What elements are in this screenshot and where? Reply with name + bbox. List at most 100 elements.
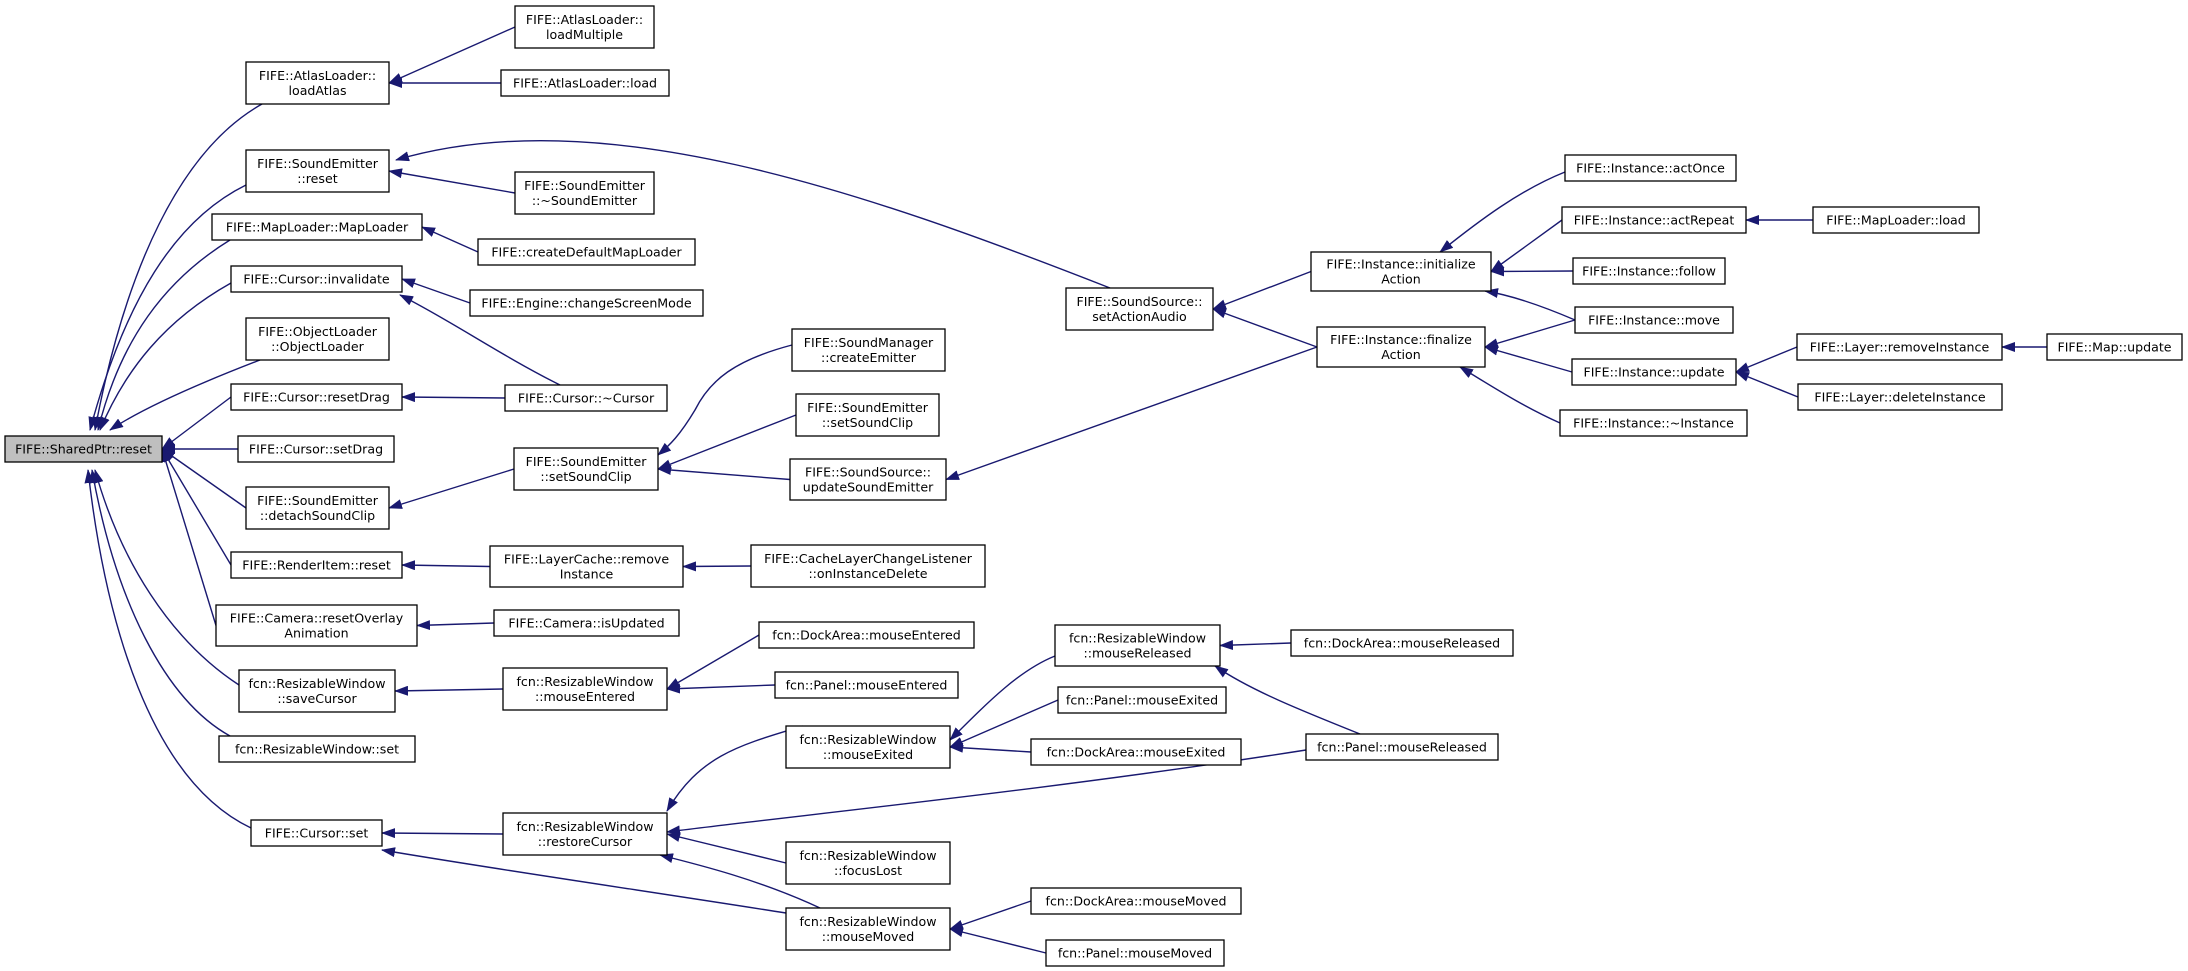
node-box: [250, 819, 383, 847]
function-node[interactable]: FIFE::Map::update: [2046, 333, 2183, 361]
node-label: fcn::ResizableWindow: [248, 676, 385, 691]
call-edge: [388, 168, 516, 194]
call-edge: [657, 414, 797, 470]
function-node[interactable]: FIFE::createDefaultMapLoader: [477, 238, 696, 266]
node-label: FIFE::Instance::actRepeat: [1574, 213, 1735, 228]
function-node[interactable]: fcn::ResizableWindow::set: [218, 735, 416, 763]
node-box: [750, 544, 986, 588]
call-edge: [401, 560, 491, 571]
function-node[interactable]: FIFE::AtlasLoader::loadMultiple: [514, 5, 655, 49]
node-label: FIFE::Instance::update: [1583, 365, 1724, 380]
function-node[interactable]: FIFE::MapLoader::MapLoader: [211, 213, 423, 241]
call-edge: [401, 278, 471, 304]
call-edge: [666, 683, 776, 694]
node-box: [1045, 939, 1225, 967]
call-edge: [388, 26, 516, 84]
call-edge: [89, 469, 231, 737]
call-edge: [1212, 308, 1318, 348]
function-node[interactable]: fcn::ResizableWindow::saveCursor: [238, 669, 396, 713]
function-node[interactable]: fcn::Panel::mouseExited: [1057, 686, 1227, 714]
node-box: [774, 671, 959, 699]
node-label: fcn::ResizableWindow: [516, 819, 653, 834]
node-box: [758, 621, 975, 649]
function-node[interactable]: FIFE::SoundEmitter::detachSoundClip: [245, 486, 390, 530]
function-node[interactable]: FIFE::SoundEmitter::~SoundEmitter: [514, 171, 655, 215]
function-node[interactable]: fcn::ResizableWindow::focusLost: [785, 841, 951, 885]
function-node[interactable]: FIFE::Instance::actOnce: [1564, 154, 1737, 182]
call-edge: [401, 392, 506, 403]
function-node[interactable]: FIFE::SoundEmitter::setSoundClip: [795, 393, 940, 437]
function-node[interactable]: FIFE::SoundEmitter::reset: [245, 149, 390, 193]
function-node[interactable]: FIFE::Layer::deleteInstance: [1797, 383, 2003, 411]
function-node[interactable]: FIFE::SoundEmitter::setSoundClip: [513, 447, 659, 491]
function-node[interactable]: FIFE::Instance::actRepeat: [1561, 206, 1747, 234]
node-label: ::setSoundClip: [822, 415, 913, 430]
function-node[interactable]: FIFE::RenderItem::reset: [230, 551, 403, 579]
function-node[interactable]: fcn::DockArea::mouseExited: [1030, 738, 1242, 766]
call-edge: [421, 226, 479, 253]
node-label: FIFE::SoundManager: [804, 335, 934, 350]
function-node[interactable]: fcn::Panel::mouseEntered: [774, 671, 959, 699]
call-edge: [109, 359, 261, 431]
function-node[interactable]: FIFE::Layer::removeInstance: [1796, 333, 2003, 361]
function-node[interactable]: fcn::DockArea::mouseMoved: [1030, 887, 1242, 915]
function-node[interactable]: FIFE::MapLoader::load: [1812, 206, 1980, 234]
node-box: [500, 69, 670, 97]
call-edge: [657, 465, 791, 481]
function-node[interactable]: fcn::ResizableWindow::restoreCursor: [502, 812, 668, 856]
call-edge: [1484, 288, 1576, 321]
function-node[interactable]: FIFE::Cursor::invalidate: [230, 265, 403, 293]
node-box: [230, 551, 403, 579]
call-edge: [84, 469, 252, 829]
function-node[interactable]: fcn::Panel::mouseMoved: [1045, 939, 1225, 967]
node-label: Action: [1381, 347, 1420, 362]
call-edge: [666, 832, 787, 864]
function-node[interactable]: FIFE::SoundManager::createEmitter: [791, 328, 946, 372]
node-box: [1559, 409, 1748, 437]
node-label: FIFE::RenderItem::reset: [242, 558, 391, 573]
call-edge: [657, 344, 793, 456]
node-label: fcn::ResizableWindow: [1069, 631, 1206, 646]
node-box: [785, 907, 951, 951]
call-edge: [666, 749, 1307, 836]
node-label: FIFE::Instance::initialize: [1326, 257, 1475, 272]
function-node[interactable]: FIFE::Instance::follow: [1572, 257, 1726, 285]
function-node[interactable]: fcn::Panel::mouseReleased: [1305, 733, 1499, 761]
function-node[interactable]: fcn::ResizableWindow::mouseReleased: [1054, 624, 1221, 667]
node-label: ::createEmitter: [821, 350, 917, 365]
call-edge: [93, 469, 240, 686]
function-node[interactable]: FIFE::Engine::changeScreenMode: [469, 289, 704, 317]
node-label: ::reset: [297, 171, 337, 186]
root-function-node[interactable]: FIFE::SharedPtr::reset: [4, 435, 163, 463]
function-node[interactable]: FIFE::CacheLayerChangeListener::onInstan…: [750, 544, 986, 588]
function-node[interactable]: fcn::ResizableWindow::mouseExited: [785, 725, 951, 769]
function-node[interactable]: FIFE::LayerCache::removeInstance: [489, 545, 684, 588]
function-node[interactable]: FIFE::Cursor::setDrag: [237, 435, 395, 463]
function-node[interactable]: FIFE::SoundSource::setActionAudio: [1065, 287, 1214, 331]
function-node[interactable]: FIFE::Instance::update: [1571, 358, 1737, 386]
call-edge: [161, 448, 247, 509]
node-box: [4, 435, 163, 463]
function-node[interactable]: FIFE::AtlasLoader::loadAtlas: [245, 61, 390, 105]
function-node[interactable]: FIFE::ObjectLoader::ObjectLoader: [245, 317, 390, 361]
function-node[interactable]: FIFE::SoundSource::updateSoundEmitter: [789, 458, 947, 501]
call-edge: [1212, 270, 1312, 310]
call-edge: [161, 448, 232, 566]
edge-layer: [84, 26, 2047, 954]
function-node[interactable]: fcn::DockArea::mouseReleased: [1290, 629, 1514, 657]
function-node[interactable]: fcn::ResizableWindow::mouseEntered: [502, 667, 668, 711]
function-node[interactable]: FIFE::Cursor::set: [250, 819, 383, 847]
function-node[interactable]: FIFE::Instance::move: [1574, 306, 1734, 334]
function-node[interactable]: FIFE::Cursor::~Cursor: [504, 384, 668, 412]
function-node[interactable]: FIFE::Cursor::resetDrag: [230, 383, 403, 411]
function-node[interactable]: FIFE::AtlasLoader::load: [500, 69, 670, 97]
function-node[interactable]: FIFE::Camera::isUpdated: [493, 609, 680, 637]
node-label: FIFE::Layer::removeInstance: [1810, 340, 1990, 355]
function-node[interactable]: fcn::ResizableWindow::mouseMoved: [785, 907, 951, 951]
function-node[interactable]: fcn::DockArea::mouseEntered: [758, 621, 975, 649]
function-node[interactable]: FIFE::Instance::~Instance: [1559, 409, 1748, 437]
node-label: FIFE::SoundEmitter: [526, 454, 648, 469]
